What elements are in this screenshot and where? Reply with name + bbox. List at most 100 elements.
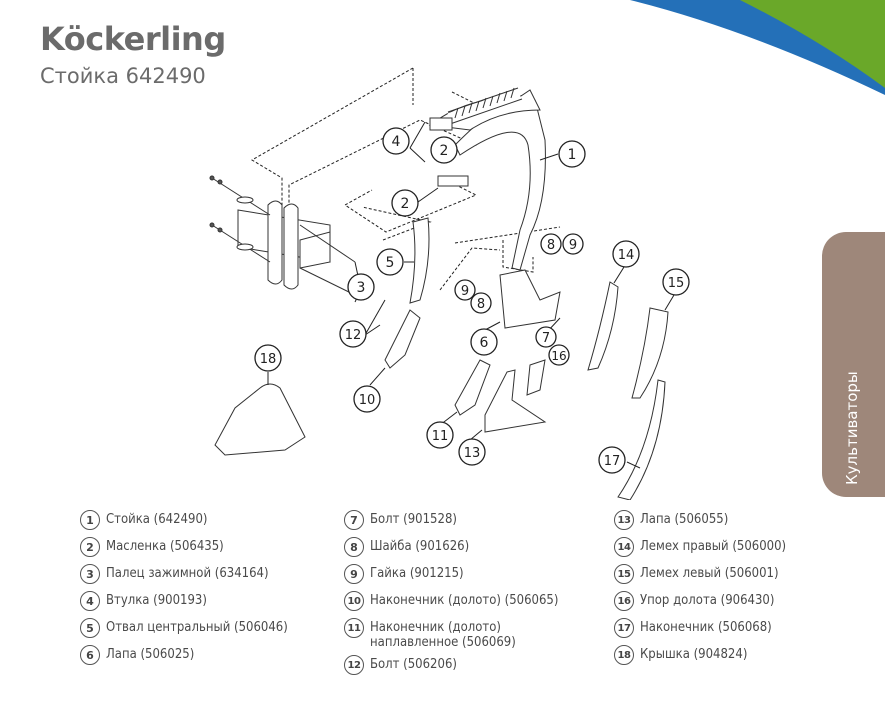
- spring: [447, 87, 523, 127]
- legend-number: 15: [614, 564, 634, 584]
- legend-label: Крышка (904824): [640, 647, 748, 662]
- callout-8a: 8: [540, 233, 562, 255]
- part-share-6: [499, 269, 561, 329]
- svg-text:2: 2: [401, 196, 410, 212]
- legend-label: Лапа (506025): [106, 647, 195, 662]
- svg-text:8: 8: [477, 297, 485, 312]
- part-share-13: [484, 369, 547, 433]
- svg-text:14: 14: [618, 248, 635, 263]
- part-tip-11: [454, 359, 491, 416]
- legend-label: Шайба (901626): [370, 539, 470, 554]
- legend-label: Лапа (506055): [640, 512, 729, 527]
- part-tip-10: [384, 309, 421, 369]
- legend-label: Наконечник (506068): [640, 620, 772, 635]
- legend-number: 14: [614, 537, 634, 557]
- legend-number: 1: [80, 510, 100, 530]
- svg-text:6: 6: [480, 335, 489, 351]
- part-share-right: [587, 281, 619, 371]
- callout-4: 4: [382, 127, 410, 155]
- callout-9b: 9: [454, 279, 476, 301]
- page-title: Стойка 642490: [40, 64, 206, 88]
- legend-label: Наконечник (долото) (506065): [370, 593, 559, 608]
- svg-text:12: 12: [345, 328, 362, 343]
- svg-text:2: 2: [440, 143, 449, 159]
- svg-text:5: 5: [386, 255, 395, 271]
- svg-text:3: 3: [357, 280, 366, 296]
- callout-10: 10: [353, 385, 381, 413]
- legend-label: Гайка (901215): [370, 566, 464, 581]
- svg-text:4: 4: [392, 134, 401, 150]
- leader-lines: [267, 121, 675, 469]
- green-swoosh: [740, 0, 885, 88]
- svg-text:17: 17: [604, 454, 621, 469]
- legend-number: 18: [614, 645, 634, 665]
- callout-16: 16: [548, 344, 570, 366]
- exploded-parts-diagram: 1 2 2 3 4 5 6 7 8 8 9 9 10 11 12 13 14 1…: [209, 67, 690, 500]
- callout-11: 11: [426, 421, 454, 449]
- legend-label: Лемех правый (506000): [640, 539, 787, 554]
- part-cover: [214, 383, 306, 456]
- legend-item: 7 Болт (901528): [344, 510, 560, 532]
- legend-column-2: 7 Болт (901528) 8 Шайба (901626) 9 Гайка (9…: [344, 510, 560, 682]
- legend-label: Болт (901528): [370, 512, 457, 527]
- svg-text:15: 15: [668, 276, 685, 291]
- legend-number: 3: [80, 564, 100, 584]
- legend-item: 14 Лемех правый (506000): [614, 537, 786, 559]
- callout-13: 13: [458, 438, 486, 466]
- brand-logo: Köckerling: [40, 20, 226, 58]
- callout-3: 3: [347, 273, 375, 301]
- svg-text:1: 1: [568, 147, 577, 163]
- legend-number: 9: [344, 564, 364, 584]
- legend-number: 6: [80, 645, 100, 665]
- svg-text:8: 8: [547, 238, 555, 253]
- legend-label: Упор долота (906430): [640, 593, 775, 608]
- part-tip-17: [617, 379, 666, 500]
- svg-text:11: 11: [432, 429, 449, 444]
- callout-12: 12: [339, 320, 367, 348]
- callout-15: 15: [662, 268, 690, 296]
- legend-item: 1 Стойка (642490): [80, 510, 288, 532]
- svg-text:18: 18: [260, 352, 277, 367]
- callout-2b: 2: [391, 189, 419, 217]
- callout-18: 18: [254, 344, 282, 372]
- legend-item: 8 Шайба (901626): [344, 537, 560, 559]
- legend-label: Лемех левый (506001): [640, 566, 779, 581]
- part-shank: [428, 87, 546, 271]
- legend-number: 8: [344, 537, 364, 557]
- legend-label: Масленка (506435): [106, 539, 224, 554]
- legend-item: 18 Крышка (904824): [614, 645, 786, 667]
- svg-text:9: 9: [569, 238, 577, 253]
- svg-text:13: 13: [464, 446, 481, 461]
- callout-7: 7: [535, 326, 557, 348]
- callout-8b: 8: [470, 292, 492, 314]
- svg-text:10: 10: [359, 393, 376, 408]
- legend-label: Болт (506206): [370, 657, 457, 672]
- svg-text:16: 16: [551, 349, 566, 363]
- callout-17: 17: [598, 446, 626, 474]
- part-clamp-bracket: [209, 175, 356, 296]
- legend-number: 12: [344, 655, 364, 675]
- legend-item: 16 Упор долота (906430): [614, 591, 786, 613]
- callout-14: 14: [612, 240, 640, 268]
- legend-item: 9 Гайка (901215): [344, 564, 560, 586]
- callout-6: 6: [470, 328, 498, 356]
- legend-label: Наконечник (долото) наплавленное (506069…: [370, 620, 516, 650]
- legend-label: Стойка (642490): [106, 512, 208, 527]
- legend-number: 5: [80, 618, 100, 638]
- legend-number: 7: [344, 510, 364, 530]
- legend-number: 4: [80, 591, 100, 611]
- legend-number: 10: [344, 591, 364, 611]
- category-tab[interactable]: Культиваторы: [822, 232, 885, 497]
- callouts: 1 2 2 3 4 5 6 7 8 8 9 9 10 11 12 13 14 1…: [254, 127, 690, 474]
- legend-number: 16: [614, 591, 634, 611]
- callout-2a: 2: [430, 136, 458, 164]
- svg-text:7: 7: [542, 331, 550, 346]
